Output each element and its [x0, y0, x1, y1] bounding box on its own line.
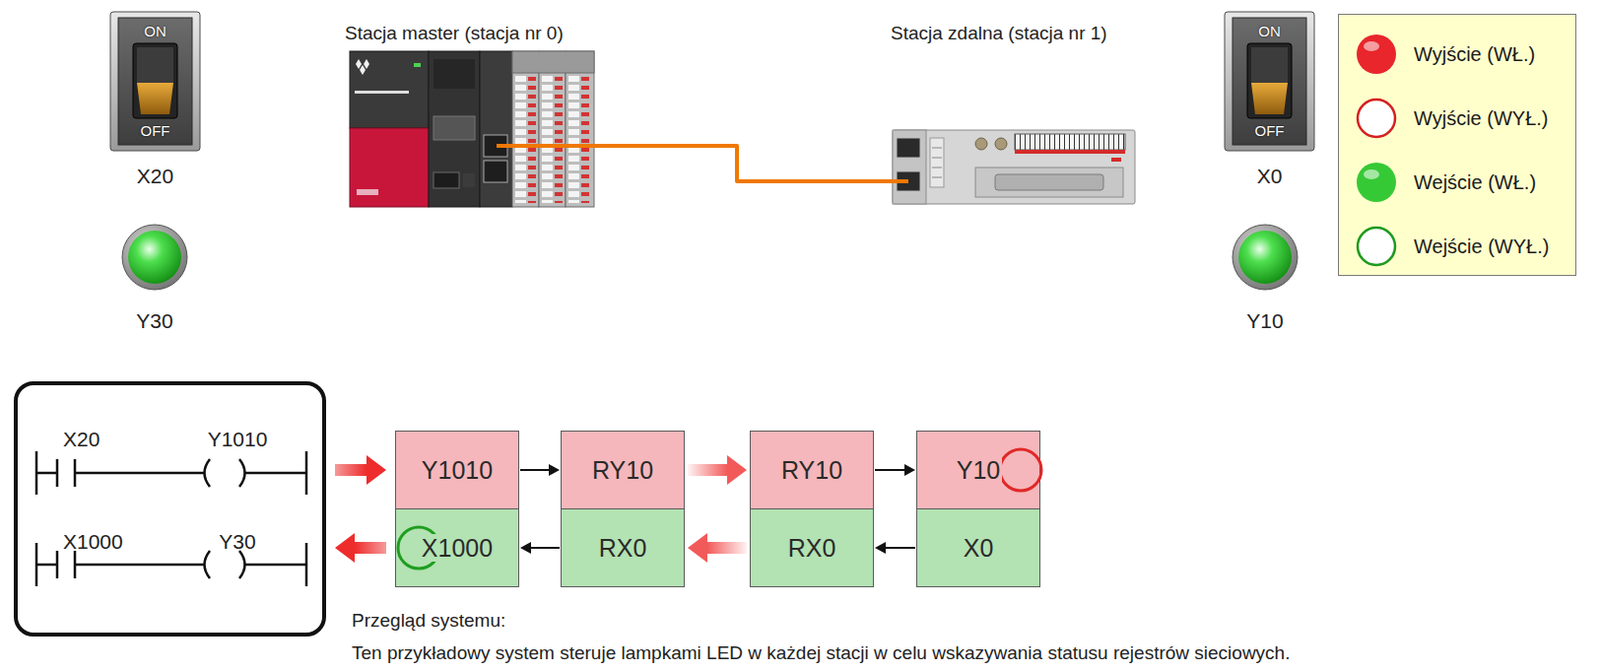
- legend-swatch: [1356, 162, 1397, 202]
- switch-state: OFF: [140, 122, 171, 139]
- indicator-led: Y30: [122, 224, 188, 290]
- signal-arrow: [354, 541, 387, 554]
- legend-box: Wyjście (WŁ.) Wyjście (WYŁ.) Wejście (WŁ.)…: [1337, 13, 1577, 276]
- input-register-box: X0: [916, 508, 1041, 588]
- led-lamp-graphic: [1232, 224, 1298, 290]
- swatch-highlight: [1363, 41, 1380, 52]
- legend-swatch: [1356, 34, 1397, 74]
- ladder-program: X20 Y1010X1000 Y30: [13, 381, 327, 637]
- ladder-operand: X20: [63, 427, 100, 452]
- register-name: Y10: [954, 456, 1002, 485]
- legend-text: Wejście (WŁ.): [1413, 160, 1536, 204]
- legend-entry: Wejście (WŁ.): [1338, 160, 1576, 204]
- legend-swatch: [1354, 96, 1399, 140]
- output-register-box: Y1010: [395, 430, 520, 510]
- legend-text: Wejście (WYŁ.): [1413, 224, 1549, 268]
- remote-station: Stacja zdalna (stacja nr 1): [892, 130, 1135, 204]
- register-name: RY10: [779, 456, 845, 485]
- toggle-switch: ONOFFX0: [1224, 11, 1315, 151]
- input-register-box: RX0: [749, 508, 874, 588]
- input-name: X20: [136, 164, 174, 189]
- input-register-box: RX0: [560, 508, 685, 588]
- legend-entry: Wejście (WYŁ.): [1338, 224, 1576, 268]
- master-plc-graphic: [349, 51, 595, 207]
- toggle-switch-graphic: [110, 11, 200, 151]
- caption-heading: Przegląd systemu:: [351, 609, 506, 632]
- station-label: Stacja master (stacja nr 0): [344, 22, 564, 45]
- register-name: X1000: [419, 533, 495, 563]
- ladder-rungs: [36, 451, 307, 587]
- station-label: Stacja zdalna (stacja nr 1): [890, 22, 1108, 45]
- register-name: RX0: [786, 533, 839, 563]
- legend-swatch: [1354, 224, 1399, 268]
- register-name: RX0: [597, 533, 650, 563]
- signal-arrow: [520, 468, 549, 471]
- signal-arrow: [874, 468, 905, 471]
- legend-entry: Wyjście (WŁ.): [1338, 32, 1576, 76]
- master-station: Stacja master (stacja nr 0): [349, 51, 595, 207]
- network-cable: [594, 145, 893, 182]
- signal-arrow: [334, 464, 367, 476]
- legend-entry: Wyjście (WYŁ.): [1338, 96, 1576, 140]
- switch-state: ON: [143, 22, 167, 40]
- legend-swatch: [1357, 227, 1396, 266]
- led-lamp-graphic: [122, 224, 188, 290]
- register-name: X0: [961, 533, 997, 563]
- ladder-operand: X1000: [63, 530, 124, 554]
- signal-arrow: [707, 541, 747, 554]
- ladder-operand: Y1010: [207, 427, 268, 452]
- legend-text: Wyjście (WŁ.): [1413, 32, 1535, 76]
- signal-arrow: [687, 464, 728, 476]
- output-register-box: Y10: [916, 430, 1041, 510]
- output-register-box: RY10: [560, 430, 685, 510]
- legend-swatch: [1354, 32, 1399, 76]
- ladder-operand: Y30: [218, 530, 256, 554]
- signal-arrow: [531, 546, 560, 549]
- legend-swatch: [1354, 160, 1399, 204]
- output-name: Y30: [135, 309, 173, 334]
- legend-swatch: [1357, 99, 1396, 137]
- input-name: X0: [1257, 164, 1283, 189]
- switch-state: ON: [1258, 22, 1281, 40]
- indicator-led: Y10: [1232, 224, 1298, 290]
- input-register-box: X1000: [395, 508, 520, 588]
- register-name: Y1010: [419, 456, 495, 485]
- caption-text: Ten przykładowy system steruje lampkami …: [351, 642, 1290, 665]
- switch-state: OFF: [1255, 122, 1285, 139]
- remote-io-graphic: [892, 130, 1135, 204]
- status-ring: [1000, 449, 1042, 491]
- legend-text: Wyjście (WYŁ.): [1413, 96, 1548, 140]
- output-name: Y10: [1246, 309, 1283, 334]
- signal-arrow: [885, 546, 916, 549]
- output-register-box: RY10: [749, 430, 874, 510]
- toggle-switch-graphic: [1224, 11, 1315, 151]
- swatch-highlight: [1363, 169, 1380, 180]
- toggle-switch: ONOFFX20: [110, 11, 200, 151]
- register-name: RY10: [590, 456, 656, 485]
